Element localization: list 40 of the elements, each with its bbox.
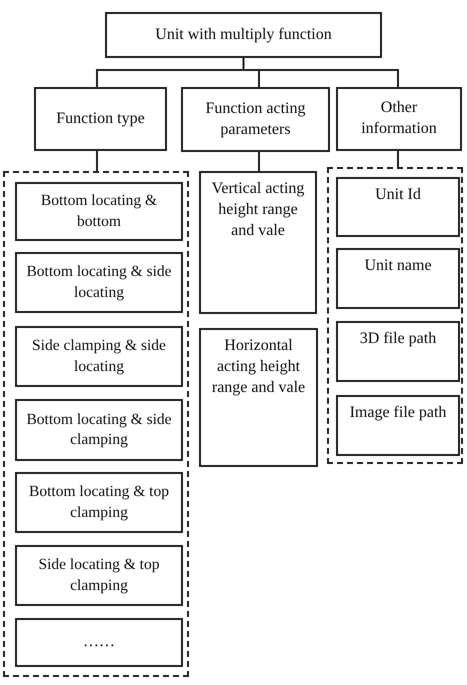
box-label: Side clamping & side locating [31, 336, 167, 376]
text-box [336, 321, 460, 382]
connector-line [258, 152, 260, 171]
connector-line [397, 151, 399, 167]
text-box [336, 177, 460, 237]
text-box [105, 12, 382, 58]
box-label: Other information [360, 98, 438, 139]
box-label: 3D file path [360, 329, 436, 349]
text-box [336, 395, 460, 456]
box-label: Bottom locating & side clamping [25, 410, 173, 450]
box-label: Unit Id [375, 185, 421, 205]
box-label: Horizontal acting height range and vale [210, 336, 306, 398]
text-box [15, 252, 183, 313]
box-label: Bottom locating & top clamping [28, 482, 170, 522]
text-box [15, 182, 183, 241]
box-label: Vertical acting height range and vale [210, 179, 306, 241]
text-box [15, 399, 183, 461]
box-label: Function acting parameters [204, 98, 306, 140]
text-box [199, 171, 317, 314]
connector-line [242, 58, 399, 87]
box-label: Unit with multiply function [155, 24, 332, 45]
box-label: Bottom locating & side locating [25, 262, 173, 302]
text-box [199, 328, 318, 467]
text-box [15, 326, 183, 387]
connector-line [96, 151, 98, 171]
box-label: …… [83, 632, 115, 652]
group-frame [3, 171, 189, 677]
box-label: Side locating & top clamping [38, 555, 160, 596]
text-box [15, 545, 183, 606]
text-box [181, 87, 330, 152]
text-box [15, 472, 183, 533]
text-box [34, 87, 167, 151]
text-box [15, 618, 183, 667]
text-box [336, 248, 460, 309]
text-box [336, 87, 462, 151]
box-label: Image file path [350, 403, 446, 423]
box-label: Bottom locating & bottom [40, 191, 158, 232]
box-label: Function type [56, 108, 145, 129]
box-label: Unit name [364, 256, 432, 276]
group-frame [327, 167, 463, 464]
